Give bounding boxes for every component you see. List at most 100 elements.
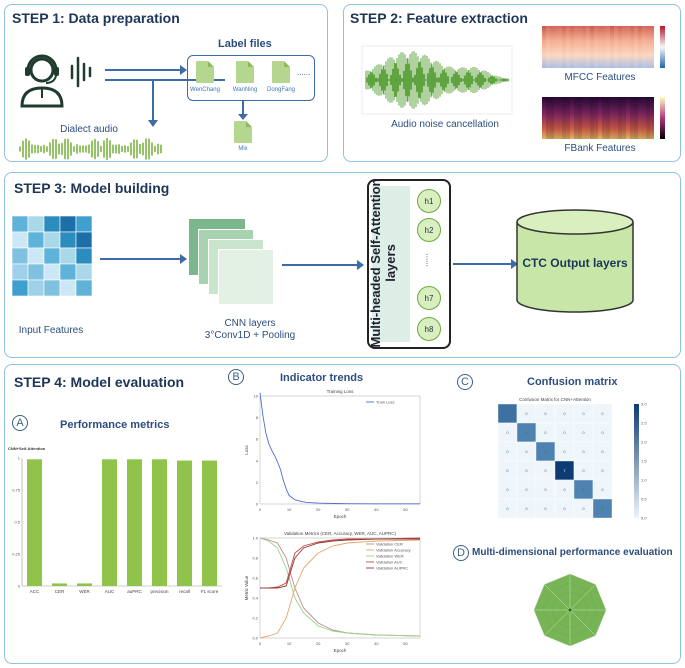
input-cell	[43, 263, 61, 281]
series-line	[260, 538, 420, 589]
mfcc-column	[590, 26, 594, 68]
bar-acc	[27, 459, 42, 586]
confusion-matrix-title: Confusion matrix	[527, 376, 618, 388]
colorbar-tick: 3.0	[641, 402, 647, 407]
validation-metrics-chart: Validation Metrics (CER, Accuracy, WER, …	[244, 531, 421, 653]
ctc-label: CTC Output layers	[522, 256, 628, 270]
fbank-colorbar	[660, 97, 665, 139]
file-icon-wanning	[236, 61, 254, 83]
cm-cell-value: 0	[506, 506, 509, 511]
arrow-to-dialect-audio	[148, 80, 158, 127]
radar-axis	[569, 584, 596, 611]
fbank-column	[574, 97, 578, 139]
x-tick-label: ACC	[30, 589, 40, 594]
cm-cell-value: 0	[563, 487, 566, 492]
fbank-column	[610, 97, 614, 139]
fbank-column	[606, 97, 610, 139]
chart-title: Training Loss	[327, 389, 355, 394]
radar-chart	[533, 573, 607, 647]
mfcc-column	[610, 26, 614, 68]
cm-cell-value: 0	[525, 449, 528, 454]
panel-d-badge: D	[453, 545, 469, 561]
x-tick-label: AUC	[105, 589, 115, 594]
x-tick-label: 40	[374, 641, 379, 646]
file-label-dongfang: DongFang	[266, 87, 296, 93]
radar-axis	[544, 609, 571, 636]
audio-waveform-plot	[361, 45, 513, 115]
mfcc-column	[558, 26, 562, 68]
mfcc-column	[570, 26, 574, 68]
radar-center	[568, 608, 572, 612]
input-cell	[27, 215, 45, 233]
input-cell	[11, 231, 29, 249]
heads-ellipsis: ......	[424, 253, 434, 267]
fbank-column	[570, 97, 574, 139]
input-cell	[43, 231, 61, 249]
cm-cell-value: 0	[563, 411, 566, 416]
fbank-column	[630, 97, 634, 139]
head-node-h7: h7	[417, 286, 441, 310]
arrow-cnn-to-attention	[282, 260, 364, 270]
cm-cell-value: 0	[601, 449, 604, 454]
fbank-column	[578, 97, 582, 139]
cm-cell-value: 3	[601, 506, 604, 511]
fbank-column	[566, 97, 570, 139]
fbank-column	[554, 97, 558, 139]
cm-cell-value: 0	[544, 468, 547, 473]
fbank-column	[602, 97, 606, 139]
y-tick-label: 0.4	[252, 596, 258, 601]
cm-cell-value: 3	[525, 430, 528, 435]
cm-cell-value: 0	[544, 506, 547, 511]
cnn-layer-4	[218, 249, 274, 305]
fbank-column	[590, 97, 594, 139]
step3-title: STEP 3: Model building	[14, 180, 170, 196]
colorbar-tick: 1.0	[641, 478, 647, 483]
x-tick-label: 20	[316, 507, 321, 512]
x-tick-label: 30	[345, 507, 350, 512]
mfcc-column	[618, 26, 622, 68]
cm-cell-value: 0	[525, 487, 528, 492]
input-cell	[11, 247, 29, 265]
files-ellipsis: ......	[297, 68, 311, 77]
cm-cell-value: 0	[506, 449, 509, 454]
fbank-column	[614, 97, 618, 139]
bar-recall	[177, 460, 192, 586]
series-line	[259, 537, 421, 637]
cm-cell-value: 0	[582, 430, 585, 435]
input-cell	[59, 231, 77, 249]
y-tick-label: 0.75	[12, 488, 21, 493]
bar-f1-score	[202, 460, 217, 586]
cm-cell-value: 0	[544, 487, 547, 492]
mfcc-column	[578, 26, 582, 68]
y-tick-label: 6	[256, 437, 259, 442]
input-cell	[11, 279, 29, 297]
mfcc-column	[602, 26, 606, 68]
y-tick-label: 0.6	[252, 576, 258, 581]
fbank-column	[626, 97, 630, 139]
file-icon-wenchang	[196, 61, 214, 83]
cm-cell-value: 0	[563, 430, 566, 435]
x-tick-label: 10	[287, 507, 292, 512]
x-tick-label: F1 score	[201, 589, 219, 594]
y-tick-label: 8	[256, 415, 259, 420]
cnn-layers-label: CNN layers	[224, 318, 276, 329]
x-tick-label: 20	[316, 641, 321, 646]
colorbar-tick: 1.5	[641, 459, 647, 464]
cm-colorbar	[634, 404, 639, 518]
mfcc-heatmap	[542, 26, 654, 68]
file-label-wanning: WanNing	[232, 87, 258, 93]
x-axis-title: Epoch	[334, 648, 347, 653]
x-tick-label: precision	[150, 589, 169, 594]
y-tick-label: 10	[254, 394, 259, 399]
cm-cell-value: 0	[563, 506, 566, 511]
indicator-trends-title: Indicator trends	[280, 372, 364, 384]
panel-a-badge: A	[12, 415, 28, 431]
file-label-wenchang: WenChang	[190, 87, 220, 93]
input-cell	[27, 263, 45, 281]
legend-label: Train Loss	[376, 400, 395, 405]
fbank-heatmap	[542, 97, 654, 139]
label-files-box	[187, 55, 315, 101]
fbank-column	[582, 97, 586, 139]
chart-title: Confusion Matrix for CNN+Attention	[519, 397, 591, 402]
